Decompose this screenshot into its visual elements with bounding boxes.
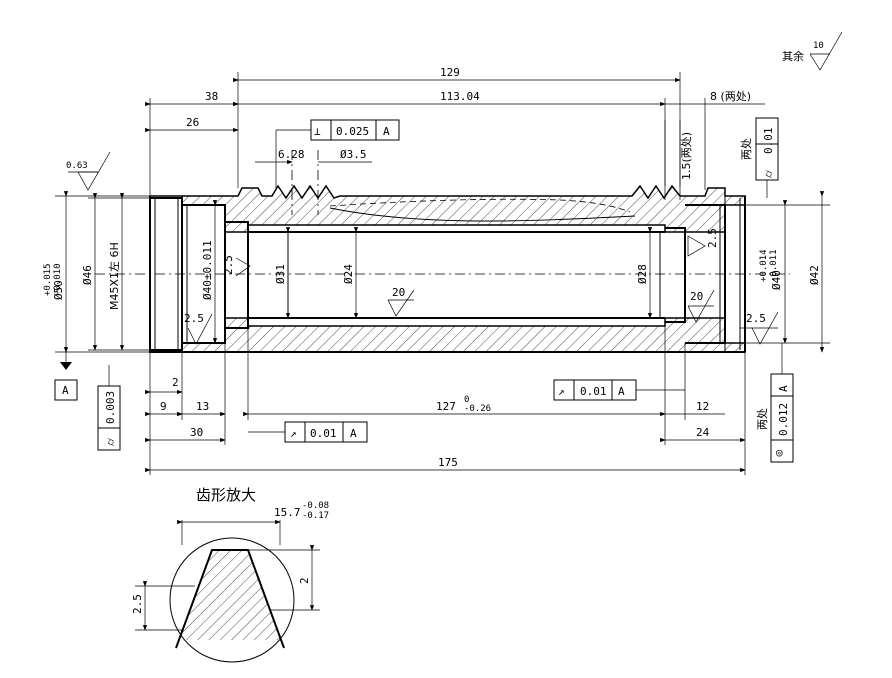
finish-left-top: 0.63 <box>66 161 88 171</box>
labels: 其余 10 0.63 129 38 113.04 8 (两处) 26 6.28 … <box>43 41 824 614</box>
finish-inner-mid: 20 <box>392 286 405 299</box>
finish-face-left: 2.5 <box>184 312 204 325</box>
runout-mid-value: 0.01 <box>580 385 607 398</box>
dim-26: 26 <box>186 116 199 129</box>
diam-31: Ø31 <box>274 264 287 284</box>
detail-height: 2 <box>298 577 311 584</box>
dim-35: Ø3.5 <box>340 148 367 161</box>
dim-113: 113.04 <box>440 90 480 103</box>
cyl-right-value: 0.01 <box>762 128 775 155</box>
datum-a-label: A <box>62 384 69 397</box>
dim-127: 127 <box>436 400 456 413</box>
tolerance-frames <box>54 117 794 463</box>
dim-13: 13 <box>196 400 209 413</box>
tooth-detail <box>135 519 320 663</box>
bottom-dimensions <box>145 389 746 473</box>
dim-2: 2 <box>172 376 179 389</box>
dim-127-lo: -0.26 <box>464 404 491 414</box>
diam-40r-lo: -0.011 <box>769 249 779 282</box>
upper-wall-hatch <box>150 184 746 233</box>
top-dimensions <box>145 77 765 200</box>
perp-datum: A <box>383 125 390 138</box>
surface-finish-symbols <box>60 31 843 370</box>
perp-value: 0.025 <box>336 125 369 138</box>
dim-15: 1.5(两处) <box>680 132 693 180</box>
diam-28: Ø28 <box>636 264 649 284</box>
coax-value: 0.012 <box>777 403 790 436</box>
detail-title: 齿形放大 <box>196 486 256 504</box>
rest-value: 10 <box>813 41 824 51</box>
dim-628: 6.28 <box>278 148 305 161</box>
dim-8: 8 (两处) <box>710 90 751 103</box>
diam-50-lo: -0.010 <box>53 263 63 296</box>
cyl-left-symbol: ⌭ <box>104 438 117 446</box>
dim-12: 12 <box>696 400 709 413</box>
runout-low-datum: A <box>350 427 357 440</box>
dim-9: 9 <box>160 400 167 413</box>
dim-127-up: 0 <box>464 395 469 405</box>
coax-label: 两处 <box>756 408 769 430</box>
cyl-left-value: 0.003 <box>104 391 117 424</box>
coax-symbol: ◎ <box>776 446 783 459</box>
diam-40-right: Ø40 <box>770 270 783 290</box>
diam-50-up: +0.015 <box>43 263 53 296</box>
dim-175: 175 <box>438 456 458 469</box>
detail-depth: 2.5 <box>131 594 144 614</box>
dim-129: 129 <box>440 66 460 79</box>
diam-40r-up: +0.014 <box>759 249 769 282</box>
runout-mid-symbol: ↗ <box>558 385 565 398</box>
dim-24: 24 <box>696 426 710 439</box>
cyl-right-symbol: ⌭ <box>762 170 775 178</box>
shaft-section <box>95 150 790 353</box>
extension-lines <box>55 72 830 475</box>
coax-datum: A <box>777 385 790 392</box>
dim-30: 30 <box>190 426 203 439</box>
thread-label: M45X1左 6H <box>108 242 121 310</box>
finish-bore-right: 2.5 <box>706 228 719 248</box>
diam-24: Ø24 <box>342 264 355 284</box>
diam-50: Ø50 <box>52 280 65 300</box>
finish-face-right: 2.5 <box>746 312 766 325</box>
finish-bore-left: 2.5 <box>222 255 235 275</box>
detail-width-lo: -0.17 <box>302 511 329 521</box>
detail-width-up: -0.08 <box>302 501 329 511</box>
runout-low-value: 0.01 <box>310 427 337 440</box>
diam-40-left: Ø40±0.011 <box>201 240 214 300</box>
cyl-right-label: 两处 <box>740 138 753 160</box>
diam-46: Ø46 <box>81 265 94 285</box>
rest-label: 其余 <box>782 49 804 63</box>
left-diameter-dims <box>63 191 825 353</box>
finish-inner-right: 20 <box>690 290 703 303</box>
dim-38: 38 <box>205 90 218 103</box>
lower-wall-hatch <box>150 317 746 353</box>
runout-mid-datum: A <box>618 385 625 398</box>
perp-symbol: ⊥ <box>314 125 321 138</box>
runout-low-symbol: ↗ <box>290 427 297 440</box>
diam-42: Ø42 <box>808 265 821 285</box>
detail-width: 15.7 <box>274 506 301 519</box>
